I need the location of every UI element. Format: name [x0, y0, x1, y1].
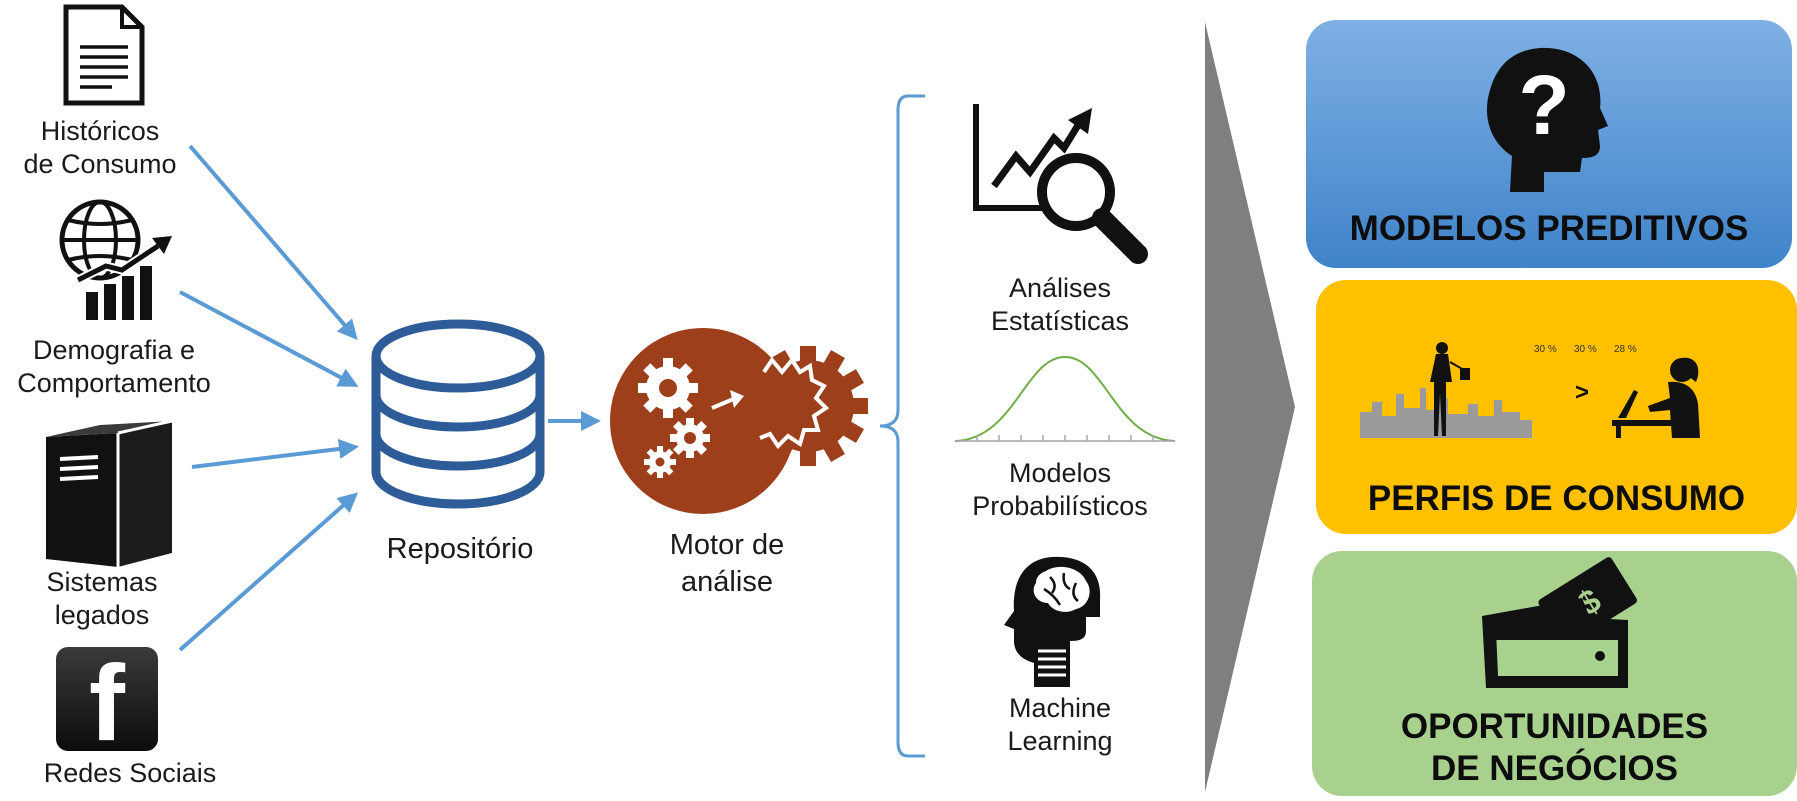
outcome-title-oportunidades: OPORTUNIDADES DE NEGÓCIOS [1400, 707, 1709, 788]
engine-label: Motor de análise [669, 529, 785, 598]
facebook-icon: f [56, 647, 158, 757]
stat-value-3: 28 % [1614, 344, 1637, 355]
robot-head-brain-icon [1004, 556, 1101, 687]
methods-bracket [879, 94, 925, 758]
method-label-estatisticas: Análises Estatísticas [990, 273, 1130, 336]
outcome-title-perfis-de-consumo: PERFIS DE CONSUMO [1367, 479, 1746, 518]
source-label-historicos: Históricos de Consumo [23, 116, 177, 179]
document-icon [63, 4, 145, 106]
stat-value-2: 30 % [1574, 344, 1597, 355]
arrow-demografia-to-repo [179, 290, 359, 387]
arrow-redes-to-repo [178, 492, 358, 652]
compare-sign: > [1575, 379, 1589, 406]
shopper-vs-online-icon: > [1360, 340, 1720, 440]
method-label-machine-learning: Machine Learning [1007, 693, 1113, 756]
source-label-sistemas: Sistemas legados [46, 567, 158, 630]
source-label-redes: Redes Sociais [43, 758, 217, 788]
source-label-demografia: Demografia e Comportamento [17, 335, 211, 398]
svg-text:?: ? [1518, 58, 1569, 152]
database-icon [371, 319, 545, 509]
stat-value-1: 30 % [1534, 344, 1557, 355]
head-question-icon: ? [1486, 47, 1608, 192]
chart-magnifier-icon [973, 104, 1148, 264]
repository-label: Repositório [386, 533, 534, 565]
wallet-money-icon: $ [1482, 557, 1637, 688]
arrow-historicos-to-repo [188, 144, 358, 341]
big-chevron-arrow [1205, 22, 1295, 792]
server-tower-icon [46, 419, 173, 567]
method-label-probabilisticos: Modelos Probabilísticos [972, 458, 1148, 521]
bell-curve-icon [954, 355, 1176, 442]
globe-growth-chart-icon [59, 199, 172, 320]
gears-icon [610, 328, 868, 514]
arrow-sistemas-to-repo [191, 439, 359, 469]
outcome-title-modelos-preditivos: MODELOS PREDITIVOS [1349, 209, 1749, 248]
